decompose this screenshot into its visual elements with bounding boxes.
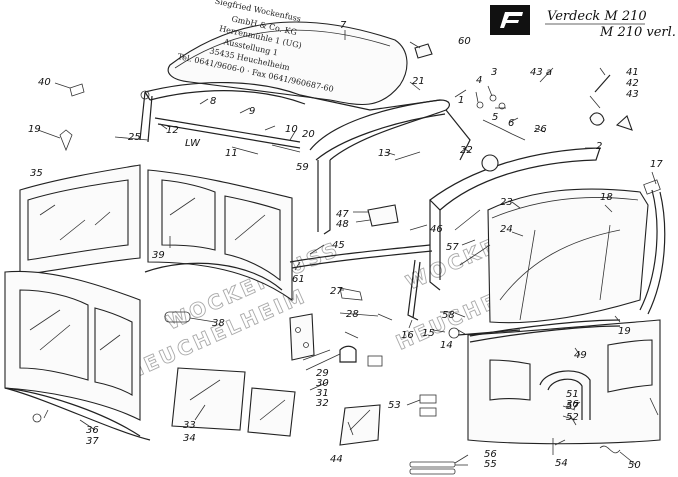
callout-43a: 43 a <box>530 67 552 78</box>
callout-60: 60 <box>458 36 471 47</box>
callout-36-left: 36 <box>86 425 99 436</box>
callout-19-right: 19 <box>618 326 631 337</box>
callout-36-right: 36 <box>566 399 579 410</box>
bars <box>4 244 521 441</box>
callout-9: 9 <box>249 106 255 117</box>
callout-32: 32 <box>316 398 329 409</box>
callout-61: 61 <box>292 274 305 285</box>
windshield-glass <box>487 188 649 324</box>
hinge <box>289 313 383 367</box>
callout-28: 28 <box>346 309 359 320</box>
header: Verdeck M 210 M 210 verl. <box>490 5 676 40</box>
callout-51: 51 <box>566 389 579 400</box>
side-curtain <box>147 169 293 302</box>
callout-47: 47 <box>336 209 349 220</box>
callout-59: 59 <box>296 162 309 173</box>
callout-39: 39 <box>152 250 165 261</box>
callout-45: 45 <box>332 240 345 251</box>
roof-panel: Siegfried Wockenfuss GmbH & Co. KG Herre… <box>167 0 408 106</box>
callout-30: 30 <box>316 378 329 389</box>
callout-19-left: 19 <box>28 124 41 135</box>
callout-6: 6 <box>508 118 514 129</box>
callout-46: 46 <box>430 224 443 235</box>
leader-lines <box>37 30 657 466</box>
callout-57-upper: 57 <box>446 242 459 253</box>
header-subtitle: M 210 verl. <box>599 25 676 40</box>
callout-33: 33 <box>183 420 196 431</box>
callout-53: 53 <box>388 400 401 411</box>
rear-lower-curtain <box>4 270 141 437</box>
a-pillar-seal <box>639 179 666 315</box>
callout-13: 13 <box>378 148 391 159</box>
callout-58: 58 <box>442 310 455 321</box>
callout-44: 44 <box>330 454 343 465</box>
callout-34: 34 <box>183 433 196 444</box>
callout-22: 22 <box>460 145 473 156</box>
callout-40: 40 <box>38 77 51 88</box>
callout-25: 25 <box>128 132 141 143</box>
callout-11: 11 <box>225 148 238 159</box>
callout-27: 27 <box>330 286 343 297</box>
rear-curtain <box>19 164 141 276</box>
callout-48: 48 <box>336 219 349 230</box>
callout-16: 16 <box>401 330 414 341</box>
callout-15: 15 <box>422 328 435 339</box>
header-title: Verdeck M 210 <box>547 9 647 24</box>
callout-56: 56 <box>484 449 497 460</box>
callout-23: 23 <box>500 197 513 208</box>
callout-31: 31 <box>316 388 329 399</box>
brand-logo-f-icon <box>500 12 523 28</box>
callout-2: 2 <box>596 141 602 152</box>
callout-43: 43 <box>626 89 639 100</box>
lower-door-panel <box>467 319 661 445</box>
callout-41: 41 <box>626 67 639 78</box>
callout-18: 18 <box>600 192 613 203</box>
callout-54: 54 <box>555 458 568 469</box>
loose-windows <box>171 367 381 446</box>
callout-52: 52 <box>566 412 579 423</box>
callout-37: 37 <box>86 436 99 447</box>
roof-frame <box>139 81 471 235</box>
windshield-frame <box>429 147 601 291</box>
callout-57-lower: 57 <box>566 401 579 412</box>
callout-20: 20 <box>302 129 315 140</box>
callout-12: 12 <box>166 125 179 136</box>
callout-38: 38 <box>212 318 225 329</box>
hardware <box>32 43 659 475</box>
callout-1: 1 <box>458 95 464 106</box>
callout-17: 17 <box>650 159 663 170</box>
callout-10: 10 <box>285 124 298 135</box>
callout-50: 50 <box>628 460 641 471</box>
callout-29: 29 <box>316 368 329 379</box>
callout-42: 42 <box>626 78 639 89</box>
callout-5: 5 <box>492 112 498 123</box>
callout-49: 49 <box>574 350 587 361</box>
label-lw: LW <box>185 138 201 149</box>
callout-21: 21 <box>412 76 425 87</box>
callout-55: 55 <box>484 459 497 470</box>
callout-14: 14 <box>440 340 453 351</box>
callout-26: 26 <box>534 124 547 135</box>
callout-8: 8 <box>210 96 216 107</box>
callout-4: 4 <box>476 75 482 86</box>
callout-24: 24 <box>500 224 513 235</box>
callout-35: 35 <box>30 168 43 179</box>
callouts: 1 2 3 4 5 6 7 8 9 10 11 12 13 14 15 16 1… <box>28 20 663 471</box>
callout-7: 7 <box>340 20 347 31</box>
callout-3: 3 <box>491 67 497 78</box>
